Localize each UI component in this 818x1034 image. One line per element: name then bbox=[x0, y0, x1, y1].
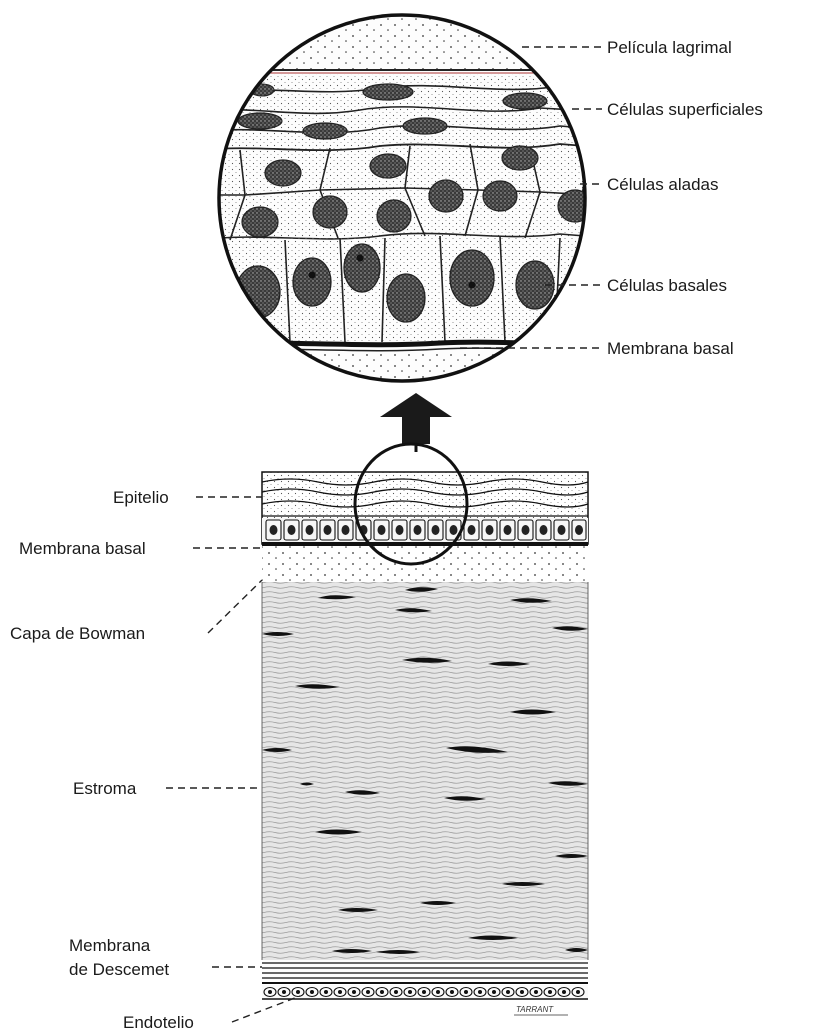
basement-membrane-band bbox=[200, 342, 610, 345]
label-celulas-aladas: Células aladas bbox=[607, 175, 719, 194]
basal-cells bbox=[200, 236, 610, 343]
label-membrana-basal-top: Membrana basal bbox=[607, 339, 734, 358]
label-descemet-line2: de Descemet bbox=[69, 960, 169, 979]
stroma-layer bbox=[262, 582, 588, 960]
label-descemet-line1: Membrana bbox=[69, 936, 151, 955]
label-capa-bowman: Capa de Bowman bbox=[10, 624, 145, 643]
epithelium-cell-row bbox=[262, 518, 588, 542]
label-celulas-superficiales: Células superficiales bbox=[607, 100, 763, 119]
bowman-layer bbox=[262, 546, 588, 582]
label-membrana-basal-bottom: Membrana basal bbox=[19, 539, 146, 558]
descemet-membrane-layer bbox=[262, 963, 588, 983]
label-epitelio: Epitelio bbox=[113, 488, 169, 507]
label-pelicula-lagrimal: Película lagrimal bbox=[607, 38, 732, 57]
superficial-cells bbox=[200, 74, 610, 150]
cornea-cross-section: TARRANT bbox=[262, 444, 588, 1015]
tear-film-layer bbox=[200, 10, 610, 70]
artist-signature: TARRANT bbox=[516, 1005, 554, 1014]
wing-cells bbox=[200, 144, 610, 240]
up-arrow bbox=[380, 393, 452, 444]
label-celulas-basales: Células basales bbox=[607, 276, 727, 295]
label-estroma: Estroma bbox=[73, 779, 137, 798]
magnified-epithelium bbox=[200, 10, 610, 392]
label-endotelio: Endotelio bbox=[123, 1013, 194, 1032]
endothelium-layer bbox=[262, 985, 588, 999]
